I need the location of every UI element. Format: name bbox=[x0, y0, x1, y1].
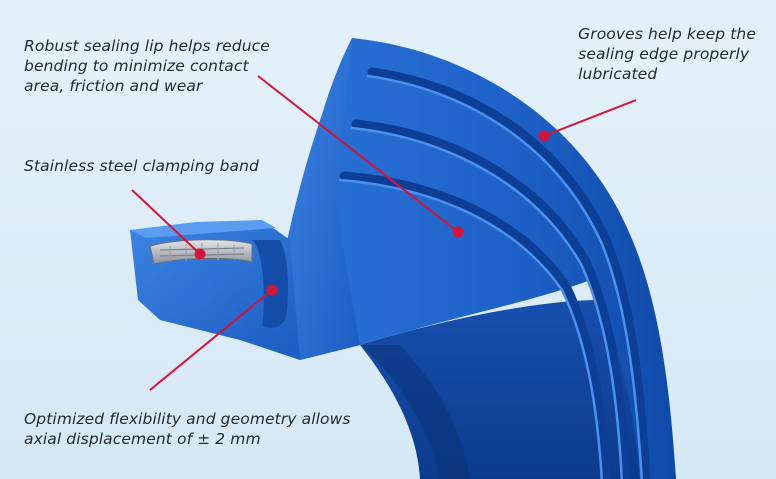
leader-flex-dot bbox=[266, 284, 278, 296]
leader-grooves bbox=[543, 99, 637, 137]
callout-clamping-band: Stainless steel clamping band bbox=[24, 157, 259, 175]
callout-flexibility: Optimized flexibility and geometry allow… bbox=[24, 410, 351, 448]
seal-cut-face bbox=[286, 38, 360, 360]
leader-grooves-dot bbox=[538, 130, 550, 142]
leader-flex bbox=[149, 289, 273, 391]
leader-band bbox=[131, 189, 201, 255]
lubrication-grooves bbox=[338, 67, 651, 479]
leader-lines bbox=[131, 75, 637, 391]
leader-lip bbox=[257, 75, 459, 233]
seal-outer-arc bbox=[286, 38, 676, 479]
seal-flange-channel bbox=[252, 240, 288, 328]
callout-sealing-lip: Robust sealing lip helps reduce bending … bbox=[24, 37, 270, 95]
leader-band-dot bbox=[194, 248, 206, 260]
leader-lip-dot bbox=[452, 226, 464, 238]
seal-inner-bore bbox=[362, 345, 470, 479]
seal-flange-top bbox=[130, 220, 276, 238]
callout-grooves: Grooves help keep the sealing edge prope… bbox=[578, 25, 756, 83]
